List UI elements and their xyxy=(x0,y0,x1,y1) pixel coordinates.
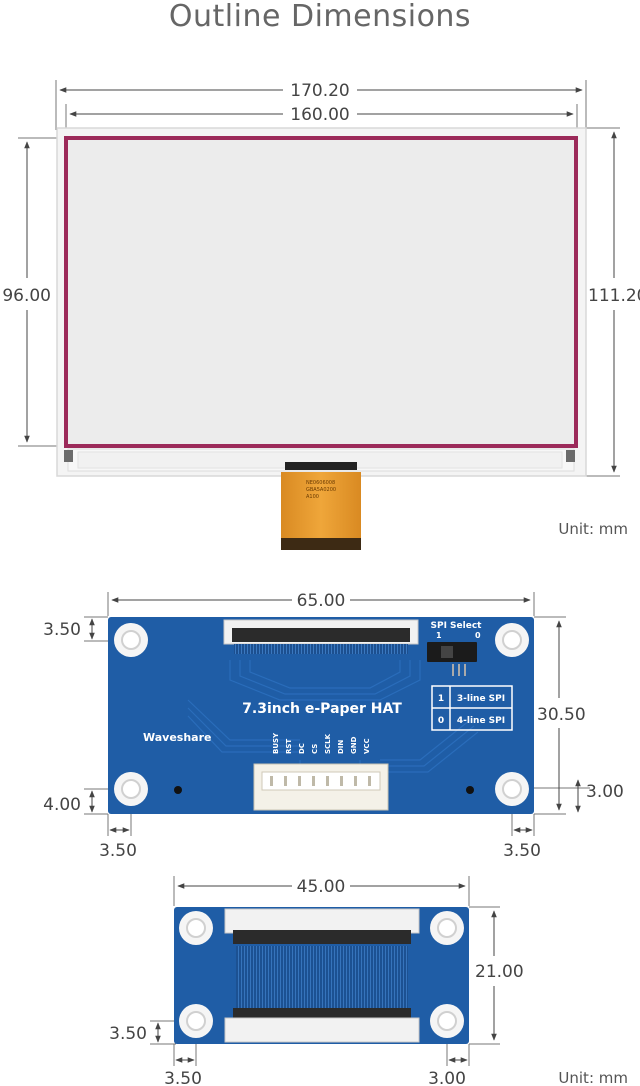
dim-hat-hole-top: 3.50 xyxy=(43,620,81,640)
epaper-display: NE0606008 GBA5A0200 A100 170.20 160.00 9… xyxy=(2,80,640,550)
hat-brand: Waveshare xyxy=(143,731,211,744)
pin-label-busy: BUSY xyxy=(272,732,280,754)
display-active-area xyxy=(64,136,578,448)
dim-adapter-hole-bottom: 3.50 xyxy=(109,1024,147,1044)
adapter-bottom-connector xyxy=(224,1017,420,1043)
dim-hat-hole-right: 3.50 xyxy=(503,841,541,861)
dim-active-height: 96.00 xyxy=(2,286,51,306)
fpc-marking-1: NE0606008 xyxy=(306,480,335,486)
spi-select-pos-0: 0 xyxy=(475,631,481,640)
dim-adapter-hole-left: 3.50 xyxy=(164,1069,202,1086)
spi-option-code-1: 1 xyxy=(438,694,444,704)
dim-active-width: 160.00 xyxy=(290,105,349,125)
unit-label-top: Unit: mm xyxy=(558,520,628,538)
pin-label-cs: CS xyxy=(311,744,319,754)
dim-hat-hole-right-bottom: 3.00 xyxy=(586,782,624,802)
pin-label-rst: RST xyxy=(285,739,293,754)
hat-board: SPI Select 1 0 1 3-line SPI 0 4-line SPI… xyxy=(43,591,624,861)
spi-option-text-1: 3-line SPI xyxy=(457,694,505,704)
dim-hat-hole-left: 3.50 xyxy=(99,841,137,861)
pin-labels: BUSY RST DC CS SCLK DIN GND VCC xyxy=(272,732,371,754)
dim-hat-hole-bottom: 4.00 xyxy=(43,795,81,815)
adapter-board: 45.00 21.00 3.50 3.50 3.00 Unit: mm xyxy=(109,876,628,1086)
hat-mounting-holes xyxy=(114,623,529,806)
dim-adapter-width: 45.00 xyxy=(297,877,346,897)
dim-hat-height: 30.50 xyxy=(537,705,586,725)
dim-outer-height: 111.20 xyxy=(588,286,640,306)
pin-label-din: DIN xyxy=(337,740,345,754)
dim-hat-width: 65.00 xyxy=(297,591,346,611)
pin-label-vcc: VCC xyxy=(363,738,371,754)
hat-title: 7.3inch e-Paper HAT xyxy=(242,701,402,717)
dim-adapter-height: 21.00 xyxy=(475,962,524,982)
unit-label-bottom: Unit: mm xyxy=(558,1069,628,1086)
spi-select-label: SPI Select xyxy=(431,621,483,631)
adapter-top-connector xyxy=(224,908,420,934)
fpc-ribbon xyxy=(281,472,361,544)
pin-label-gnd: GND xyxy=(350,736,358,754)
fpc-marking-3: A100 xyxy=(306,494,319,500)
spi-option-text-0: 4-line SPI xyxy=(457,716,505,726)
spi-options-table: 1 3-line SPI 0 4-line SPI xyxy=(431,685,513,731)
dim-adapter-hole-right: 3.00 xyxy=(428,1069,466,1086)
dim-outer-width: 170.20 xyxy=(290,81,349,101)
adapter-mounting-holes xyxy=(179,911,464,1038)
pin-label-dc: DC xyxy=(298,743,306,754)
pin-label-sclk: SCLK xyxy=(324,733,332,754)
spi-option-code-0: 0 xyxy=(438,716,444,726)
fpc-marking-2: GBA5A0200 xyxy=(306,487,336,493)
page-title: Outline Dimensions xyxy=(168,0,472,34)
hat-pcb xyxy=(108,617,534,814)
spi-select-pos-1: 1 xyxy=(436,631,442,640)
